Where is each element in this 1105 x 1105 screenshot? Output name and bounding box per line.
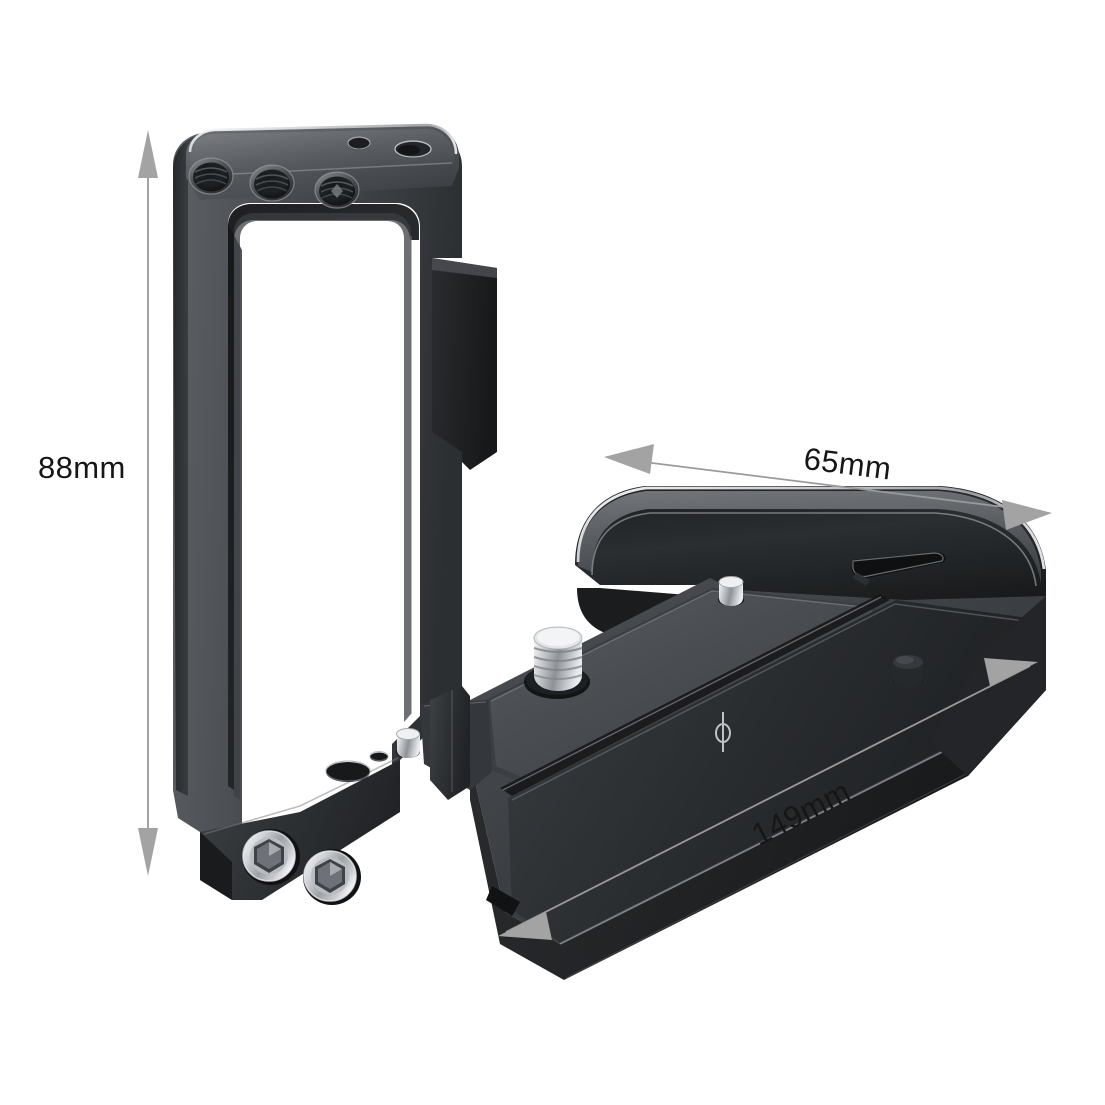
quick-release-plate-sheen — [490, 592, 874, 793]
alignment-marking — [715, 712, 731, 752]
hex-screw-right — [303, 849, 361, 905]
stop-pin-rear — [893, 655, 923, 688]
arm-top-face-sheen — [190, 129, 454, 174]
dimension-label-height: 88mm — [38, 450, 126, 485]
dimension-arrow-width — [604, 444, 1052, 530]
arm-top-edge-line — [191, 162, 453, 177]
center-mounting-stud — [524, 626, 590, 699]
base-rear-wall-top — [578, 491, 1041, 584]
base-right-corner — [930, 596, 1046, 776]
top-thread-hole-2 — [249, 164, 295, 202]
arm-left-bevel — [173, 134, 216, 796]
base-rear-chrome-edge — [576, 486, 1046, 570]
arm-foot-side — [200, 832, 232, 900]
bracket-vertical-arm — [173, 123, 497, 905]
base-front-notch — [486, 886, 520, 916]
arm-side-rail-top — [432, 258, 497, 278]
arm-window-cutout — [228, 203, 420, 842]
slotted-cutout — [851, 552, 946, 586]
top-thread-hole-1 — [188, 157, 234, 195]
top-small-hole-1 — [347, 136, 371, 150]
base-lower-deck-edge — [511, 603, 1041, 801]
bracket-base-plate — [325, 486, 1046, 980]
arm-base-joint — [430, 686, 470, 800]
top-thread-hole-3 — [314, 171, 360, 209]
base-front-face — [470, 628, 1046, 980]
deck-through-holes — [325, 751, 389, 782]
locating-pin-front — [396, 728, 420, 758]
dimension-arrow-length — [498, 658, 1038, 940]
arm-top-chrome-edge — [188, 123, 458, 155]
base-rail-groove — [500, 594, 890, 796]
dimension-arrow-height — [138, 130, 158, 876]
hex-screw-left — [242, 829, 300, 885]
base-rear-inner-edge — [591, 512, 1037, 587]
locating-pin-center — [718, 576, 744, 606]
top-small-hole-2 — [394, 140, 432, 158]
arm-side-rail — [432, 258, 497, 470]
base-rail-groove-highlight — [502, 596, 882, 791]
